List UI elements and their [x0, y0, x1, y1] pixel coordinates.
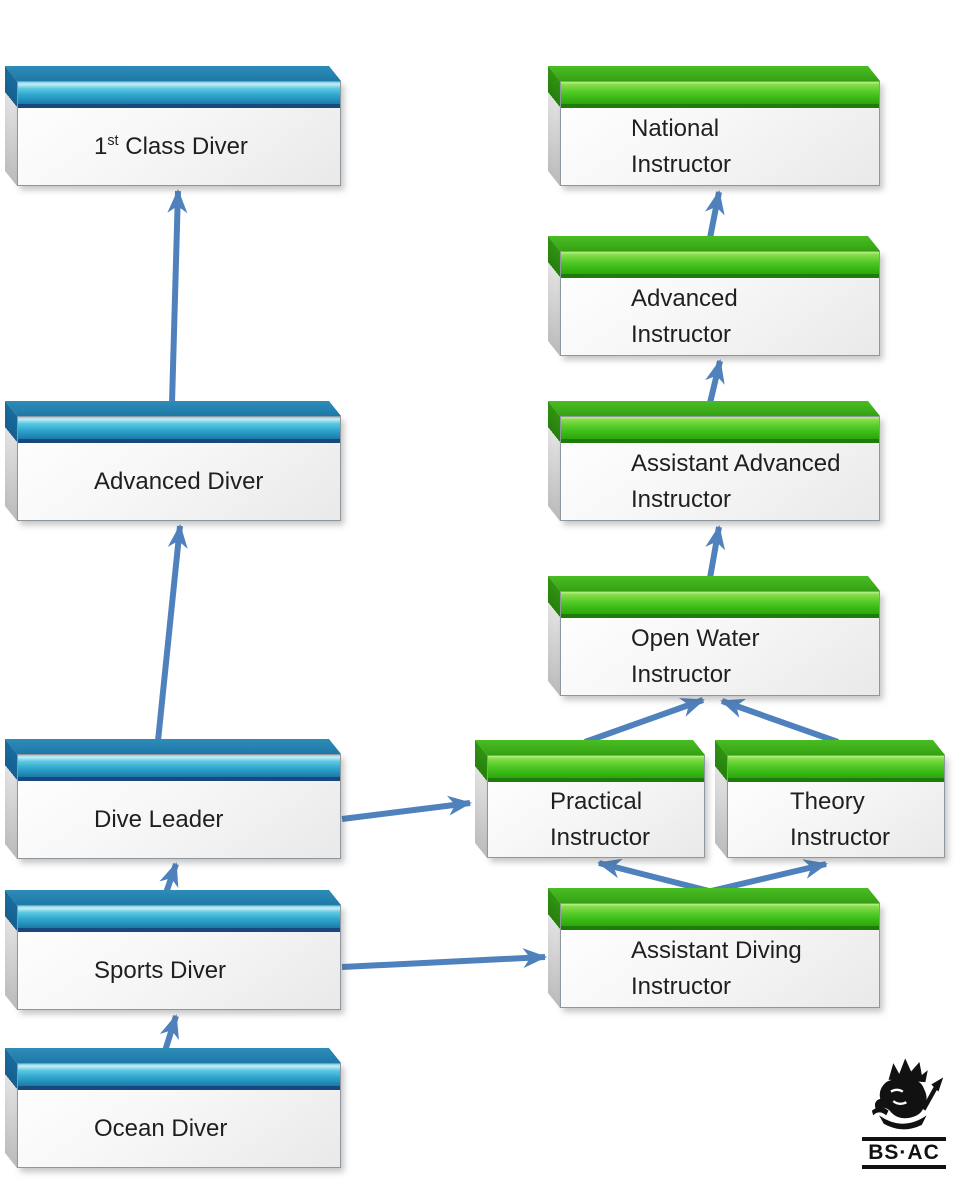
diver-band: [18, 755, 340, 781]
box-top-face: [5, 1048, 342, 1063]
box-front-face: Advanced Diver: [17, 416, 341, 521]
node-label: 1st Class Diver: [94, 132, 248, 160]
arrow-assistant-diving-to-practical: [597, 858, 710, 894]
box-left-face: [5, 401, 17, 521]
logo-text: BS·AC: [868, 1141, 940, 1164]
node-label: Advanced Diver: [94, 467, 264, 495]
box-top-face: [548, 66, 881, 81]
box-front-face: National Instructor: [560, 81, 880, 186]
instructor-band: [728, 756, 944, 782]
box-front-face: Practical Instructor: [487, 755, 705, 858]
box-top-face: [548, 576, 881, 591]
box-front-face: Ocean Diver: [17, 1063, 341, 1168]
arrow-dive-leader-to-advanced-diver: [155, 524, 188, 742]
box-front-face: Theory Instructor: [727, 755, 945, 858]
box-top-face: [548, 401, 881, 416]
box-left-face: [5, 890, 17, 1010]
box-top-face: [5, 739, 342, 754]
box-top-face: [475, 740, 706, 755]
box-top-face: [5, 890, 342, 905]
diver-band: [18, 1064, 340, 1090]
arrow-open-water-to-assistant-advanced: [705, 525, 726, 579]
node-practical-instructor: Practical Instructor: [475, 740, 706, 858]
box-left-face: [5, 1048, 17, 1168]
node-label: Assistant Advanced Instructor: [631, 449, 841, 513]
box-left-face: [548, 66, 560, 186]
node-open-water-instructor: Open Water Instructor: [548, 576, 881, 696]
diver-band: [18, 906, 340, 932]
node-assistant-advanced-instructor: Assistant Advanced Instructor: [548, 401, 881, 521]
box-left-face: [548, 888, 560, 1008]
box-top-face: [548, 236, 881, 251]
node-label: Theory Instructor: [790, 787, 891, 851]
arrow-advanced-diver-to-first-class: [167, 189, 188, 404]
node-assistant-diving-instructor: Assistant Diving Instructor: [548, 888, 881, 1008]
box-top-face: [5, 66, 342, 81]
box-left-face: [548, 236, 560, 356]
arrow-assistant-diving-to-theory: [710, 859, 828, 894]
arrow-dive-leader-to-practical: [341, 795, 472, 822]
neptune-icon: [871, 1058, 944, 1130]
arrow-assistant-advanced-to-advanced: [705, 359, 725, 404]
box-top-face: [715, 740, 946, 755]
node-label: Ocean Diver: [94, 1114, 228, 1142]
node-label: Advanced Instructor: [631, 284, 738, 348]
box-left-face: [715, 740, 727, 858]
instructor-band: [488, 756, 704, 782]
box-top-face: [548, 888, 881, 903]
node-label: Assistant Diving Instructor: [631, 936, 802, 1000]
arrow-ocean-to-sports: [159, 1014, 179, 1052]
box-front-face: Advanced Instructor: [560, 251, 880, 356]
arrow-sports-to-dive-leader: [159, 862, 179, 894]
instructor-band: [561, 592, 879, 618]
box-front-face: 1st Class Diver: [17, 81, 341, 186]
box-front-face: Dive Leader: [17, 754, 341, 859]
box-left-face: [5, 739, 17, 859]
diver-band: [18, 82, 340, 108]
node-label: Open Water Instructor: [631, 624, 760, 688]
node-label: Dive Leader: [94, 805, 224, 833]
node-first-class-diver: 1st Class Diver: [5, 66, 342, 186]
instructor-band: [561, 417, 879, 443]
node-sports-diver: Sports Diver: [5, 890, 342, 1010]
node-label: Practical Instructor: [550, 787, 651, 851]
node-advanced-instructor: Advanced Instructor: [548, 236, 881, 356]
node-theory-instructor: Theory Instructor: [715, 740, 946, 858]
box-top-face: [5, 401, 342, 416]
arrow-sports-to-assistant-diving: [341, 948, 547, 970]
bsac-logo: BS·AC: [858, 1056, 950, 1169]
instructor-band: [561, 252, 879, 278]
node-national-instructor: National Instructor: [548, 66, 881, 186]
logo-rule-top: [862, 1137, 946, 1141]
box-front-face: Assistant Diving Instructor: [560, 903, 880, 1008]
node-advanced-diver: Advanced Diver: [5, 401, 342, 521]
node-label: National Instructor: [631, 114, 732, 178]
logo-rule-bottom: [862, 1165, 946, 1169]
node-label: Sports Diver: [94, 956, 227, 984]
box-front-face: Sports Diver: [17, 905, 341, 1010]
box-front-face: Assistant Advanced Instructor: [560, 416, 880, 521]
box-left-face: [548, 576, 560, 696]
node-dive-leader: Dive Leader: [5, 739, 342, 859]
box-left-face: [475, 740, 487, 858]
box-left-face: [548, 401, 560, 521]
node-ocean-diver: Ocean Diver: [5, 1048, 342, 1168]
arrow-theory-to-open-water: [720, 698, 839, 745]
box-left-face: [5, 66, 17, 186]
arrow-advanced-to-national: [704, 190, 725, 239]
instructor-band: [561, 82, 879, 108]
box-front-face: Open Water Instructor: [560, 591, 880, 696]
instructor-band: [561, 904, 879, 930]
arrow-practical-to-open-water: [583, 697, 705, 745]
diver-band: [18, 417, 340, 443]
